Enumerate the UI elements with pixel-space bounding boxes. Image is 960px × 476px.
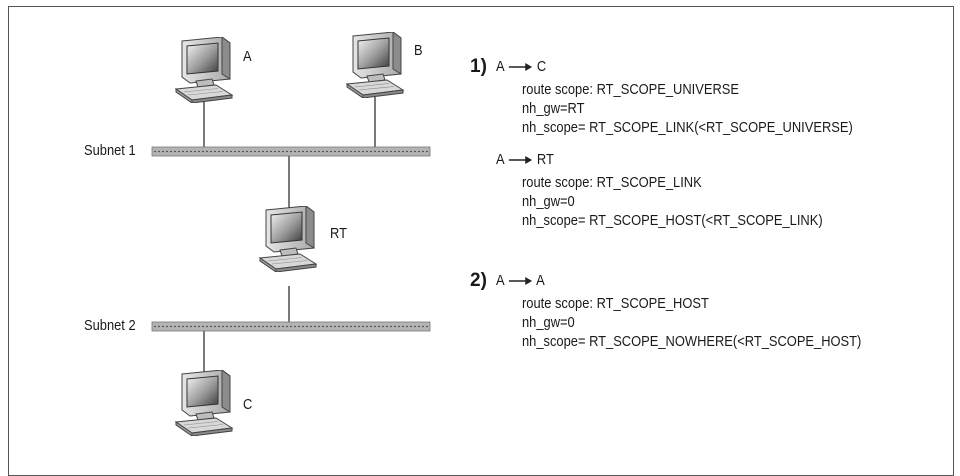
subnet-2-bus — [151, 321, 431, 332]
computer-c-icon — [175, 370, 233, 436]
computer-b-icon — [346, 32, 404, 98]
flow-a-to-a: A A — [496, 272, 545, 289]
flow-to: C — [536, 58, 547, 75]
node-label-b: B — [414, 42, 423, 59]
flow-to: RT — [536, 151, 554, 168]
flow-a-to-rt: A RT — [496, 151, 554, 168]
computer-a-icon — [175, 37, 233, 103]
flow-from: A — [496, 272, 504, 289]
flow-from: A — [496, 58, 504, 75]
flow-a-to-rt-details: route scope: RT_SCOPE_LINK nh_gw=0 nh_sc… — [522, 173, 823, 230]
flow-a-to-c: A C — [496, 58, 546, 75]
step-2-number: 2) — [470, 270, 487, 291]
step-1-number: 1) — [470, 56, 487, 77]
route-scope-line: route scope: RT_SCOPE_UNIVERSE — [522, 81, 740, 98]
flow-a-to-a-details: route scope: RT_SCOPE_HOST nh_gw=0 nh_sc… — [522, 294, 861, 351]
node-label-c: C — [243, 396, 253, 413]
network-links — [203, 96, 376, 372]
subnet-1-label: Subnet 1 — [84, 142, 136, 159]
flow-from: A — [496, 151, 504, 168]
flow-to: A — [536, 272, 545, 289]
nh-scope-line: nh_scope= RT_SCOPE_HOST(<RT_SCOPE_LINK) — [522, 212, 823, 229]
subnet-1-bus — [151, 146, 431, 157]
route-scope-line: route scope: RT_SCOPE_LINK — [522, 174, 702, 191]
nh-scope-line: nh_scope= RT_SCOPE_LINK(<RT_SCOPE_UNIVER… — [522, 119, 853, 136]
nh-gw-line: nh_gw=0 — [522, 314, 575, 331]
subnet-2-label: Subnet 2 — [84, 317, 136, 334]
router-rt-icon — [259, 206, 317, 272]
nh-scope-line: nh_scope= RT_SCOPE_NOWHERE(<RT_SCOPE_HOS… — [522, 333, 862, 350]
nh-gw-line: nh_gw=RT — [522, 100, 585, 117]
node-label-rt: RT — [330, 225, 347, 242]
flow-a-to-c-details: route scope: RT_SCOPE_UNIVERSE nh_gw=RT … — [522, 80, 853, 137]
arrow-right-icon — [509, 277, 533, 286]
arrow-right-icon — [509, 63, 533, 72]
arrow-right-icon — [509, 156, 533, 165]
nh-gw-line: nh_gw=0 — [522, 193, 575, 210]
node-label-a: A — [243, 48, 252, 65]
route-scope-line: route scope: RT_SCOPE_HOST — [522, 295, 709, 312]
